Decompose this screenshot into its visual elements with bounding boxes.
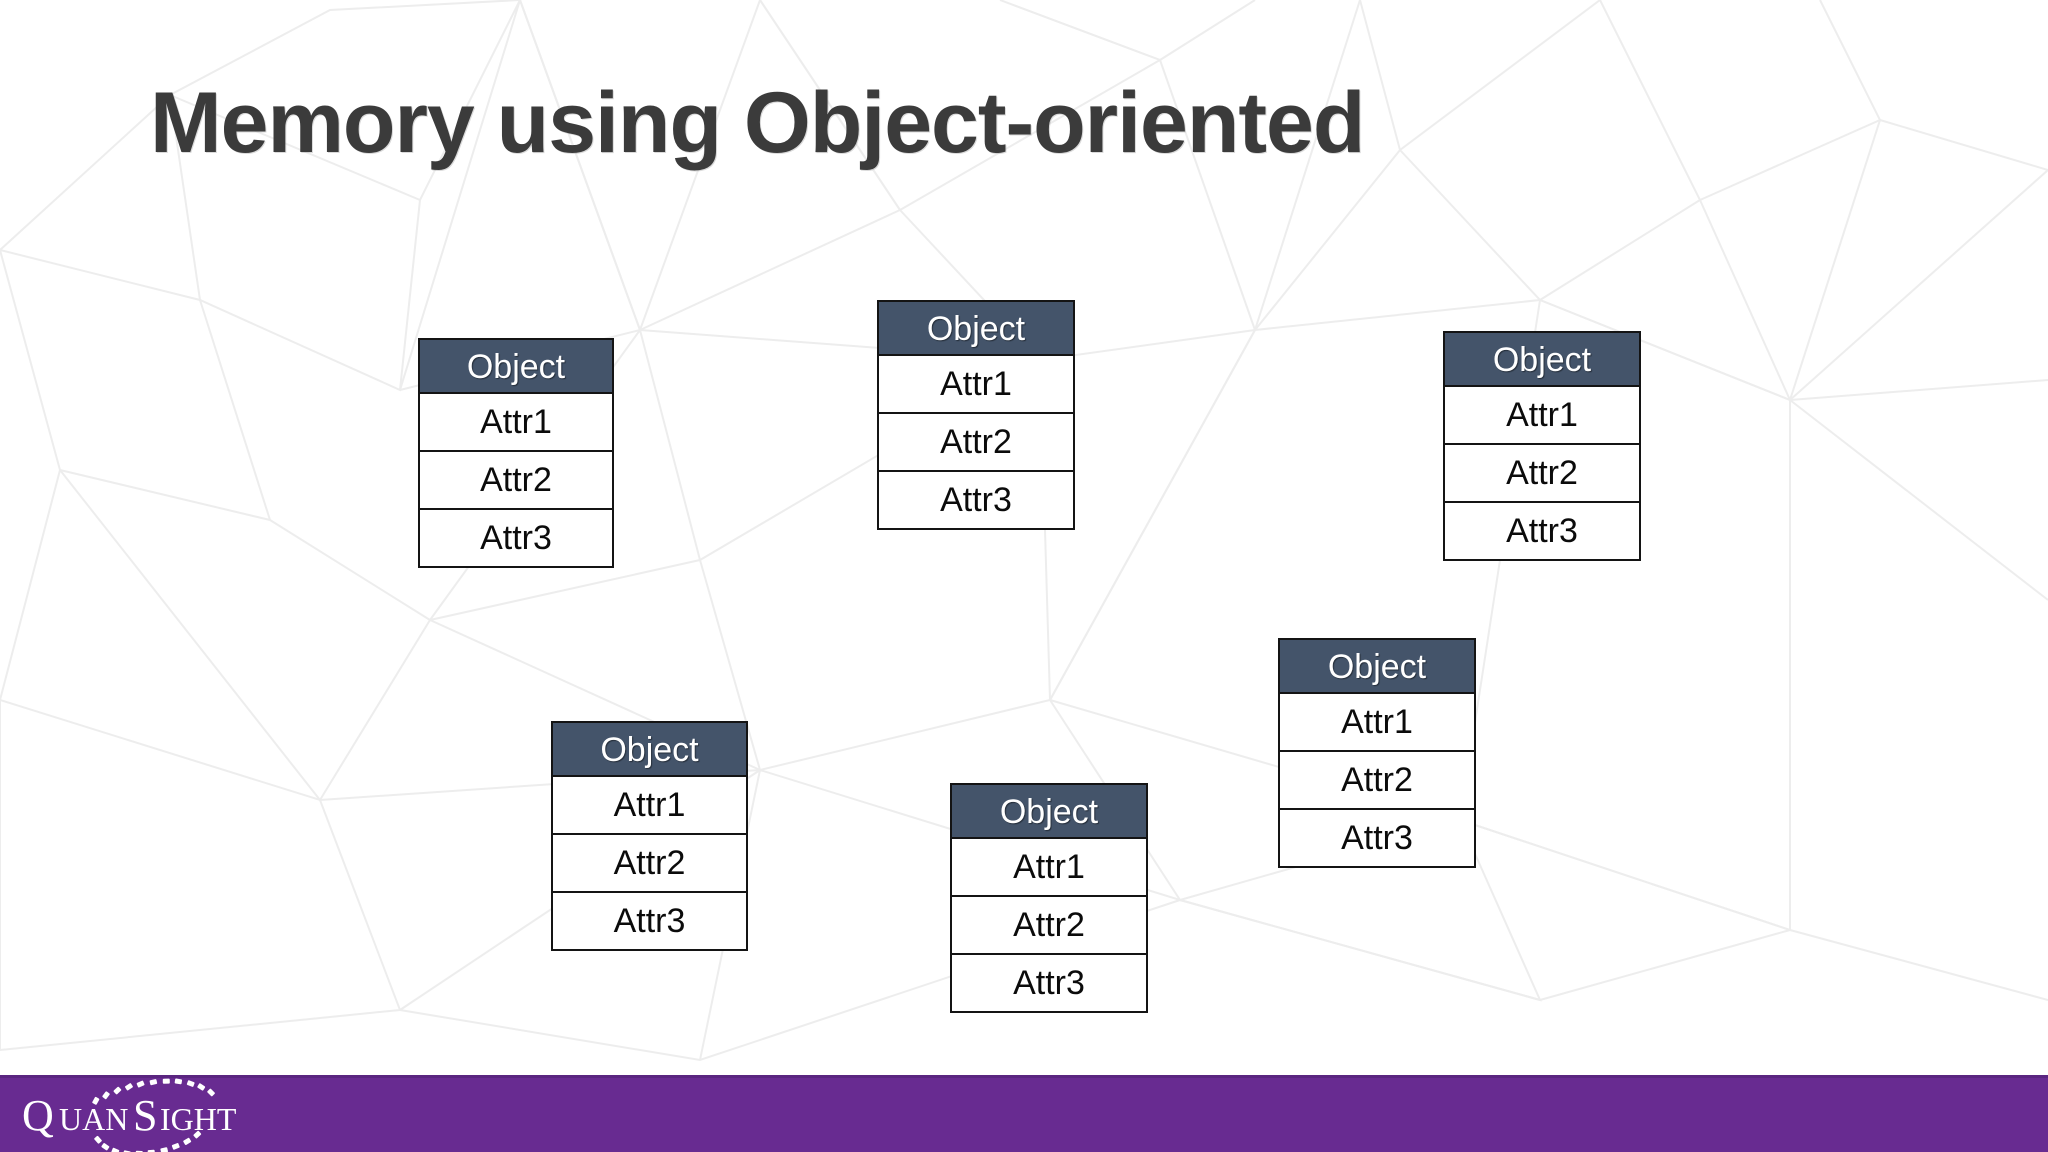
page-title: Memory using Object-oriented [150,75,1365,171]
object-table-header: Object [551,721,748,777]
object-table-row: Attr2 [418,452,614,510]
object-table-row: Attr1 [877,356,1075,414]
object-table-row: Attr1 [1278,694,1476,752]
quansight-logo: Q UAN S IGHT [22,1078,237,1152]
object-table-row: Attr1 [418,394,614,452]
object-table-row: Attr3 [418,510,614,568]
object-table-row: Attr3 [877,472,1075,530]
object-table-row: Attr2 [1443,445,1641,503]
object-table-row: Attr2 [950,897,1148,955]
object-table-row: Attr2 [877,414,1075,472]
object-table-row: Attr3 [551,893,748,951]
object-table-row: Attr2 [1278,752,1476,810]
svg-text:UAN: UAN [59,1101,128,1137]
object-table-row: Attr1 [950,839,1148,897]
object-table-row: Attr1 [1443,387,1641,445]
object-table-row: Attr3 [1443,503,1641,561]
object-table-row: Attr1 [551,777,748,835]
svg-text:IGHT: IGHT [160,1101,237,1137]
object-table-header: Object [1278,638,1476,694]
object-table-header: Object [418,338,614,394]
object-table-header: Object [1443,331,1641,387]
svg-text:S: S [133,1091,157,1140]
svg-text:Q: Q [22,1091,54,1140]
object-table-header: Object [950,783,1148,839]
object-table-row: Attr3 [1278,810,1476,868]
object-table-row: Attr3 [950,955,1148,1013]
footer-bar [0,1075,2048,1152]
object-table-header: Object [877,300,1075,356]
object-table-row: Attr2 [551,835,748,893]
